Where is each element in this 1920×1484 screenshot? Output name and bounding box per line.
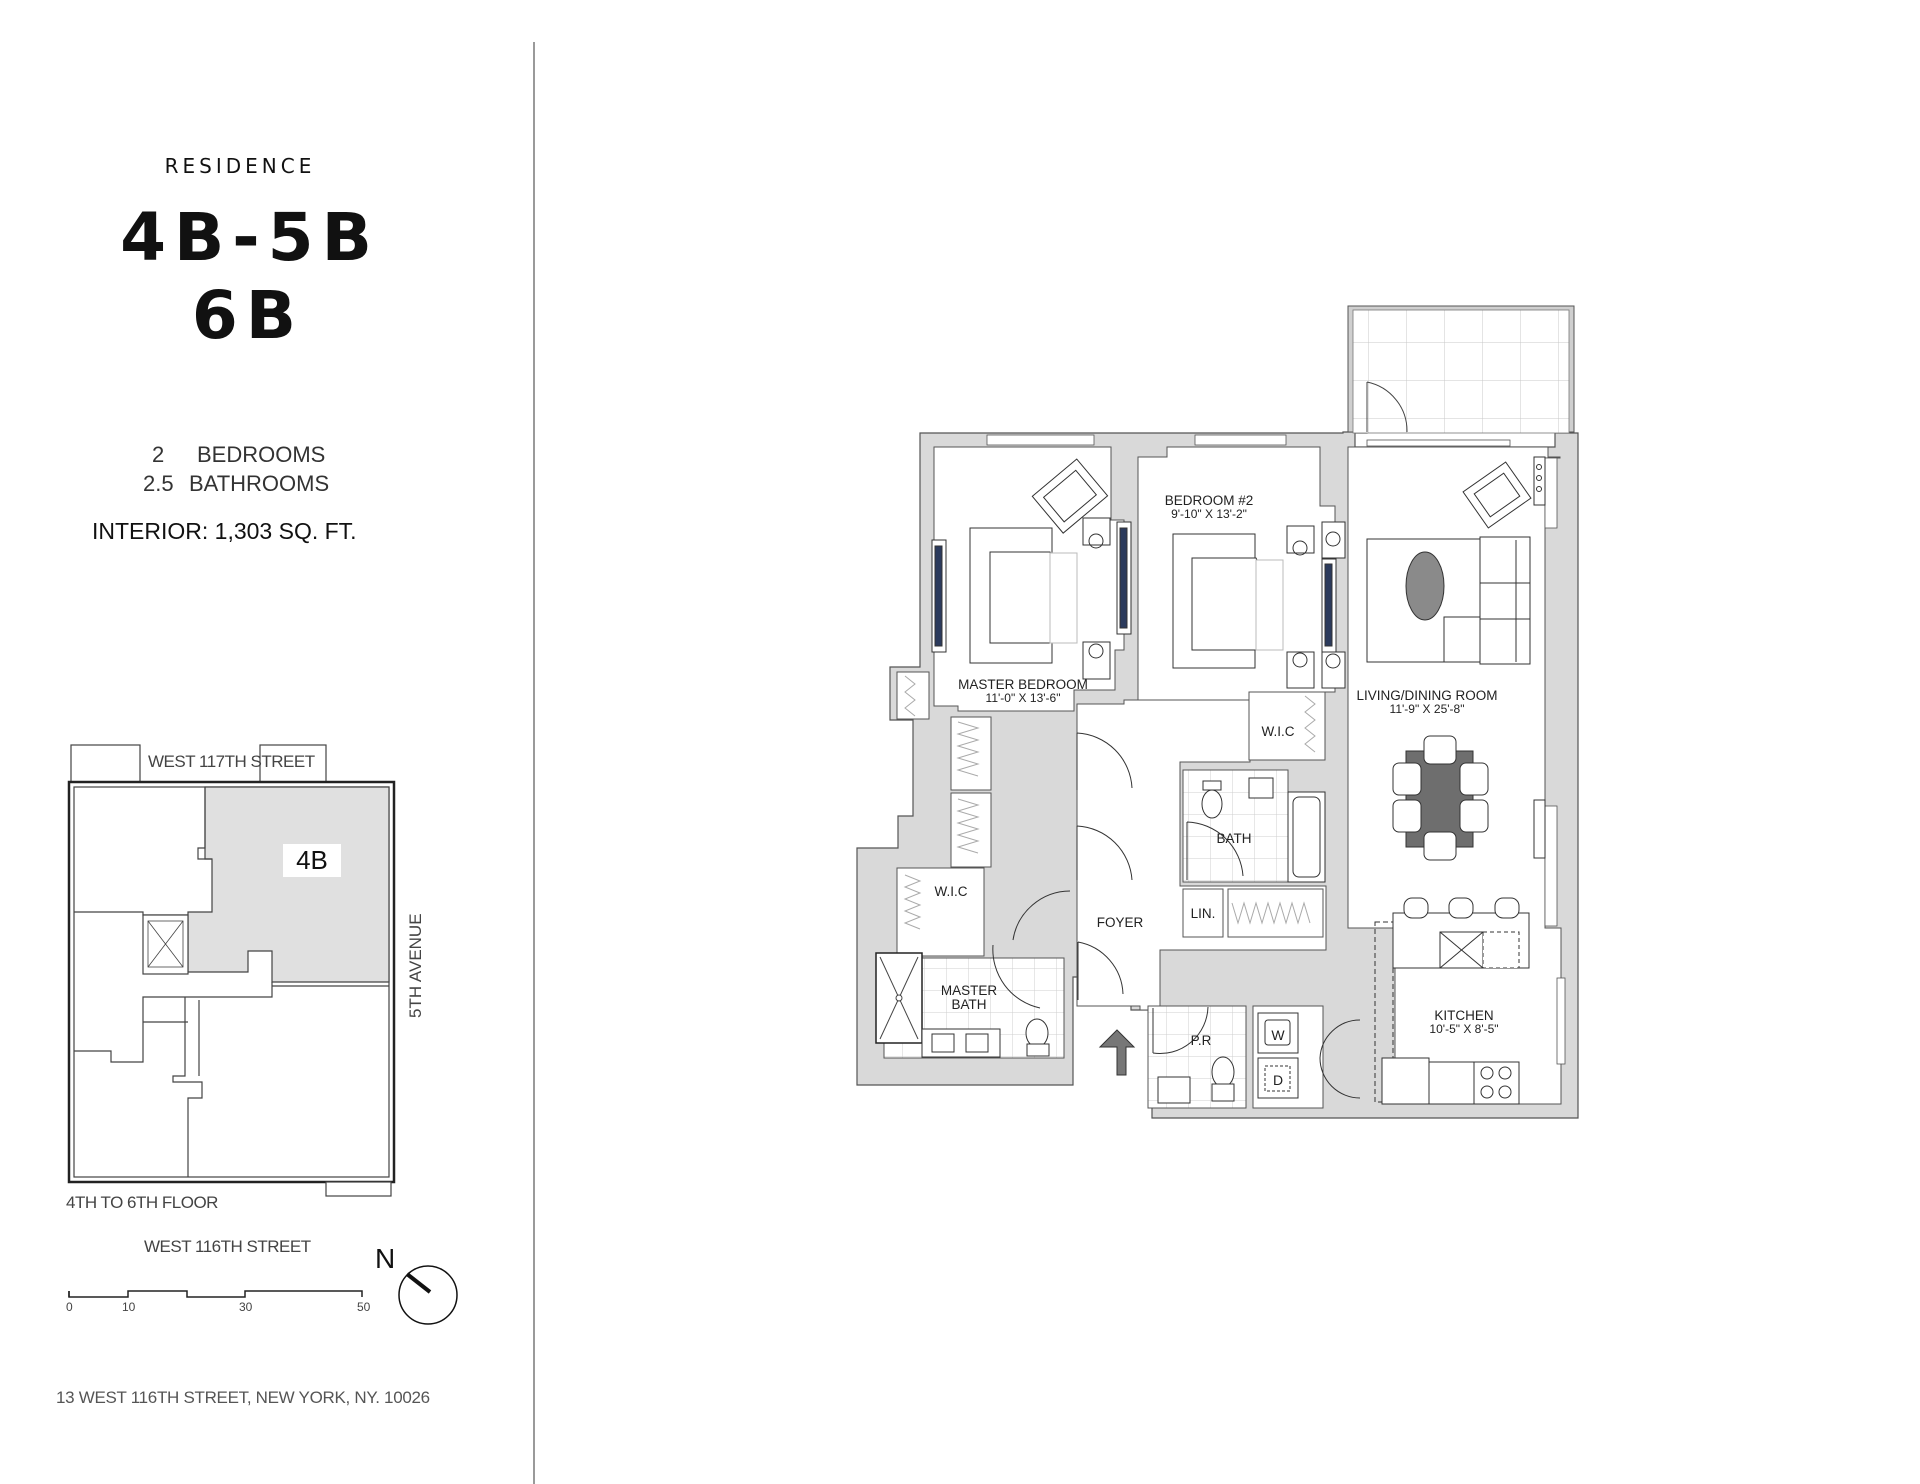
room-wic-bedroom2: W.I.C: [1261, 724, 1295, 739]
room-bath: BATH: [1216, 831, 1252, 846]
scale-tick-30: 30: [239, 1300, 253, 1314]
room-name-line2: BATH: [951, 997, 987, 1013]
panel-divider: [533, 42, 535, 1484]
room-dims: 9'-10" X 13'-2": [1171, 507, 1247, 522]
room-name: KITCHEN: [1434, 1008, 1494, 1023]
room-master-bedroom: MASTER BEDROOM 11'-0" X 13'-6": [958, 677, 1088, 706]
bathrooms-label: BATHROOMS: [189, 471, 330, 496]
room-dims: 11'-9" X 25'-8": [1389, 702, 1465, 717]
bath: [1182, 769, 1326, 883]
room-name: MASTER BEDROOM: [958, 677, 1088, 692]
living-furniture: [1366, 456, 1546, 665]
north-street-label: WEST 117TH STREET: [148, 752, 315, 771]
dining-table: [1392, 735, 1546, 861]
room-dims: 10'-5" X 8'-5": [1429, 1022, 1499, 1037]
room-name: MASTER: [940, 983, 998, 998]
scale-tick-10: 10: [122, 1300, 136, 1314]
room-living-dining: LIVING/DINING ROOM 11'-9" X 25'-8": [1356, 688, 1498, 717]
bedroom2-bed: [1172, 521, 1346, 689]
bathrooms-count: 2.5: [143, 471, 174, 496]
floor-range-label: 4TH TO 6TH FLOOR: [66, 1193, 218, 1212]
master-bed: [969, 517, 1111, 680]
room-linen: LIN.: [1190, 906, 1216, 921]
scale-tick-0: 0: [66, 1300, 73, 1314]
unit-title-line2: 6B: [191, 277, 305, 354]
tv-panels: [931, 521, 1337, 655]
kitchen-counters: [1374, 897, 1530, 1105]
bedrooms-count: 2: [152, 442, 165, 467]
south-street-label: WEST 116TH STREET: [144, 1237, 311, 1256]
room-wic-master: W.I.C: [934, 884, 968, 899]
hanger-marks: [903, 675, 1316, 930]
room-name: LIVING/DINING ROOM: [1356, 688, 1498, 703]
room-powder-room: P.R: [1190, 1033, 1212, 1048]
address: 13 WEST 116TH STREET, NEW YORK, NY. 1002…: [56, 1388, 430, 1407]
laundry: [1252, 1005, 1361, 1109]
room-kitchen: KITCHEN 10'-5" X 8'-5": [1429, 1008, 1499, 1037]
unit-label: 4B: [296, 845, 328, 875]
balcony: [1347, 305, 1575, 447]
master-armchair: [1031, 458, 1109, 534]
info-panel: RESIDENCE 4B-5B 6B 2 BEDROOMS 2.5 BATHRO…: [0, 0, 534, 1484]
washer-label: W: [1271, 1027, 1285, 1043]
compass-icon: [398, 1265, 458, 1325]
bedrooms-label: BEDROOMS: [197, 442, 326, 467]
dryer-label: D: [1272, 1072, 1284, 1088]
room-master-bath: MASTER BATH: [940, 983, 998, 1013]
room-dims: 11'-0" X 13'-6": [985, 691, 1061, 706]
master-bath: [875, 944, 1065, 1059]
doors: [1012, 732, 1133, 1000]
room-name: BEDROOM #2: [1164, 493, 1254, 508]
unit-title-line1: 4B-5B: [120, 199, 380, 276]
scale-bar: [68, 1290, 363, 1298]
room-foyer: FOYER: [1096, 915, 1144, 930]
unit-label-box: 4B: [283, 844, 341, 877]
north-label: N: [375, 1243, 396, 1274]
residence-label: RESIDENCE: [164, 154, 316, 178]
scale-tick-50: 50: [357, 1300, 371, 1314]
interior-area: INTERIOR: 1,303 SQ. FT.: [92, 518, 357, 544]
room-bedroom-2: BEDROOM #2 9'-10" X 13'-2": [1164, 493, 1254, 522]
powder-room: [1147, 1005, 1247, 1109]
entry-arrow-icon: [1098, 1029, 1136, 1076]
